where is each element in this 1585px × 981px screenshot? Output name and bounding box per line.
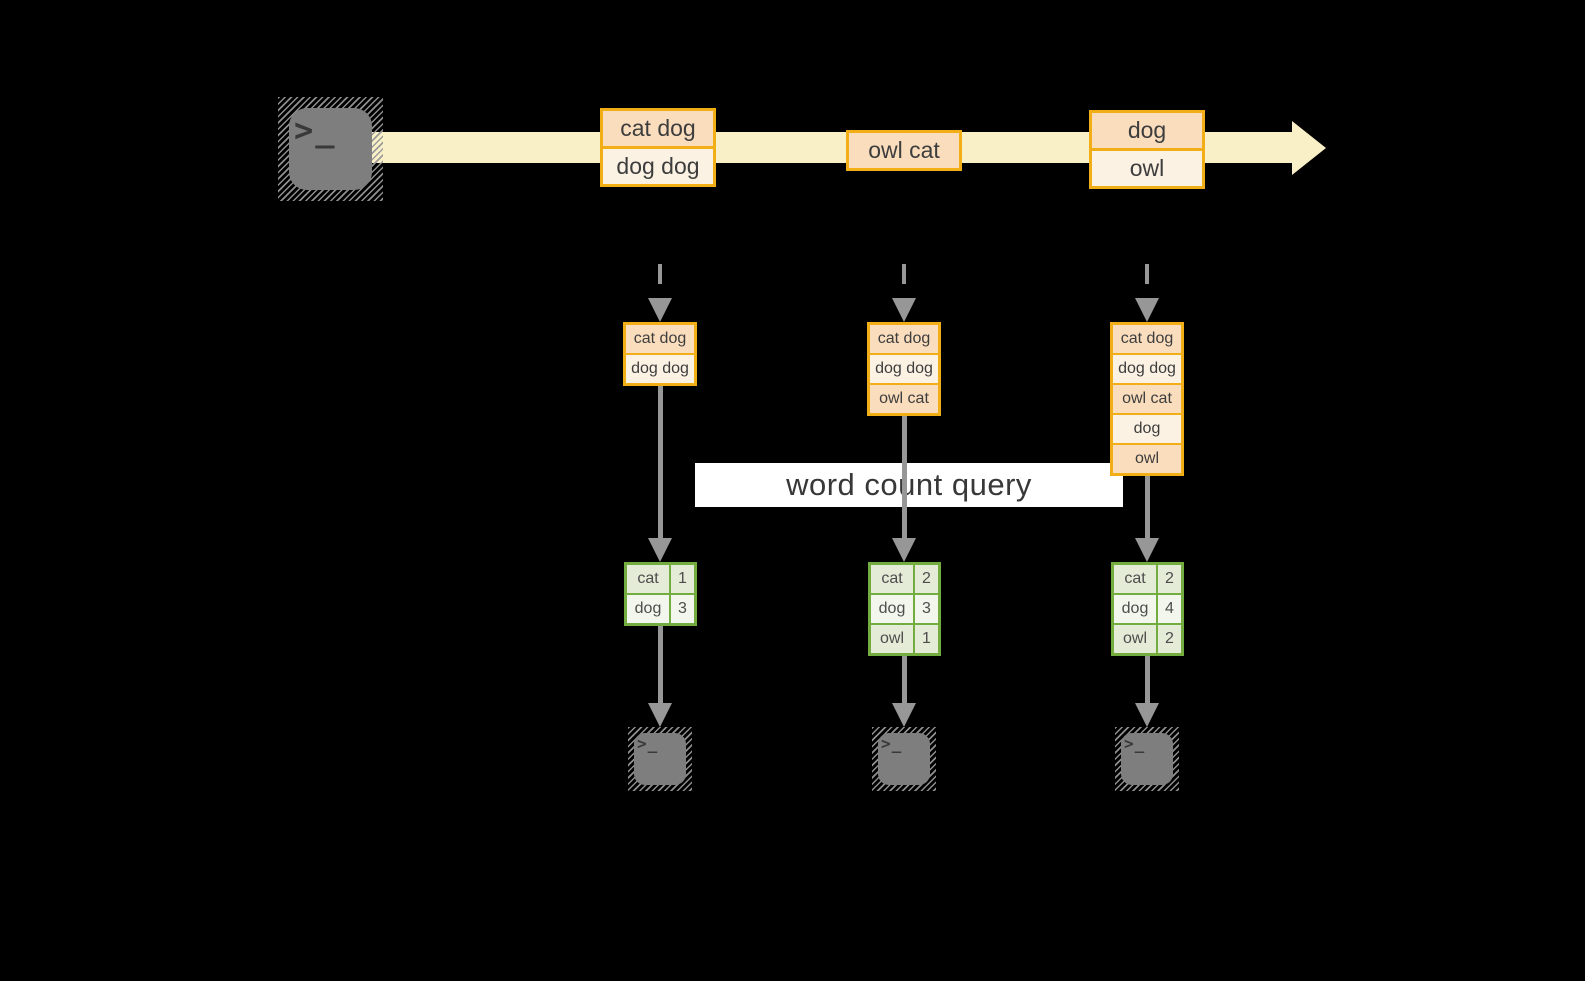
record-cell: dog bbox=[1113, 413, 1181, 443]
word-cell: owl bbox=[1114, 625, 1156, 653]
terminal-screen bbox=[634, 733, 686, 785]
word-cell: dog bbox=[627, 595, 669, 623]
output-arrowhead-icon bbox=[1135, 703, 1159, 727]
record-cell: owl bbox=[1113, 443, 1181, 473]
count-cell: 1 bbox=[915, 625, 938, 653]
count-cell: 2 bbox=[1158, 625, 1181, 653]
record-cell: dog dog bbox=[1113, 353, 1181, 383]
query-banner: word count query bbox=[695, 463, 1123, 507]
dashed-arrow-segment bbox=[1145, 264, 1149, 284]
source-terminal-icon: >_ bbox=[278, 97, 383, 201]
record-cell: dog dog bbox=[626, 353, 694, 383]
record-cell: cat dog bbox=[1113, 325, 1181, 353]
record-cell: owl cat bbox=[870, 383, 938, 413]
stream-arrowhead-icon bbox=[1292, 121, 1326, 175]
terminal-screen bbox=[1121, 733, 1173, 785]
count-cell: 3 bbox=[671, 595, 694, 623]
dashed-arrow-segment bbox=[902, 264, 906, 284]
terminal-screen bbox=[289, 108, 372, 190]
query-label: word count query bbox=[786, 467, 1032, 502]
dashed-arrow-segment bbox=[658, 264, 662, 284]
flow-arrowhead-icon bbox=[892, 538, 916, 562]
output-terminal-icon-2: >_ bbox=[872, 727, 936, 791]
terminal-prompt-icon: >_ bbox=[881, 734, 903, 753]
record-cell: cat dog bbox=[626, 325, 694, 353]
record-cell: owl cat bbox=[849, 133, 959, 168]
record-cell: dog dog bbox=[870, 353, 938, 383]
dashed-arrowhead-icon bbox=[1135, 298, 1159, 322]
output-arrow-line bbox=[902, 656, 907, 704]
word-cell: dog bbox=[1114, 595, 1156, 623]
count-cell: 2 bbox=[1158, 565, 1181, 593]
count-cell: 3 bbox=[915, 595, 938, 623]
word-cell: dog bbox=[871, 595, 913, 623]
terminal-prompt-icon: >_ bbox=[1124, 734, 1146, 753]
terminal-screen bbox=[878, 733, 930, 785]
count-cell: 1 bbox=[671, 565, 694, 593]
terminal-prompt-icon: >_ bbox=[637, 734, 659, 753]
record-cell: cat dog bbox=[870, 325, 938, 353]
terminal-prompt-icon: >_ bbox=[294, 111, 337, 149]
record-cell: dog dog bbox=[603, 146, 713, 184]
output-arrowhead-icon bbox=[648, 703, 672, 727]
output-arrow-line bbox=[658, 626, 663, 704]
count-cell: 2 bbox=[915, 565, 938, 593]
stream-batch-2: owl cat bbox=[846, 130, 962, 171]
output-arrowhead-icon bbox=[892, 703, 916, 727]
flow-arrow-line bbox=[1145, 476, 1150, 540]
dashed-arrowhead-icon bbox=[648, 298, 672, 322]
record-cell: owl bbox=[1092, 148, 1202, 186]
word-cell: cat bbox=[871, 565, 913, 593]
record-cell: owl cat bbox=[1113, 383, 1181, 413]
output-terminal-icon-1: >_ bbox=[628, 727, 692, 791]
flow-arrowhead-icon bbox=[1135, 538, 1159, 562]
dashed-arrowhead-icon bbox=[892, 298, 916, 322]
count-cell: 4 bbox=[1158, 595, 1181, 623]
record-cell: dog bbox=[1092, 113, 1202, 148]
output-arrow-line bbox=[1145, 656, 1150, 704]
flow-arrow-line bbox=[902, 416, 907, 540]
flow-arrow-line bbox=[658, 386, 663, 540]
word-cell: cat bbox=[627, 565, 669, 593]
word-cell: cat bbox=[1114, 565, 1156, 593]
word-cell: owl bbox=[871, 625, 913, 653]
flow-arrowhead-icon bbox=[648, 538, 672, 562]
record-cell: cat dog bbox=[603, 111, 713, 146]
output-terminal-icon-3: >_ bbox=[1115, 727, 1179, 791]
